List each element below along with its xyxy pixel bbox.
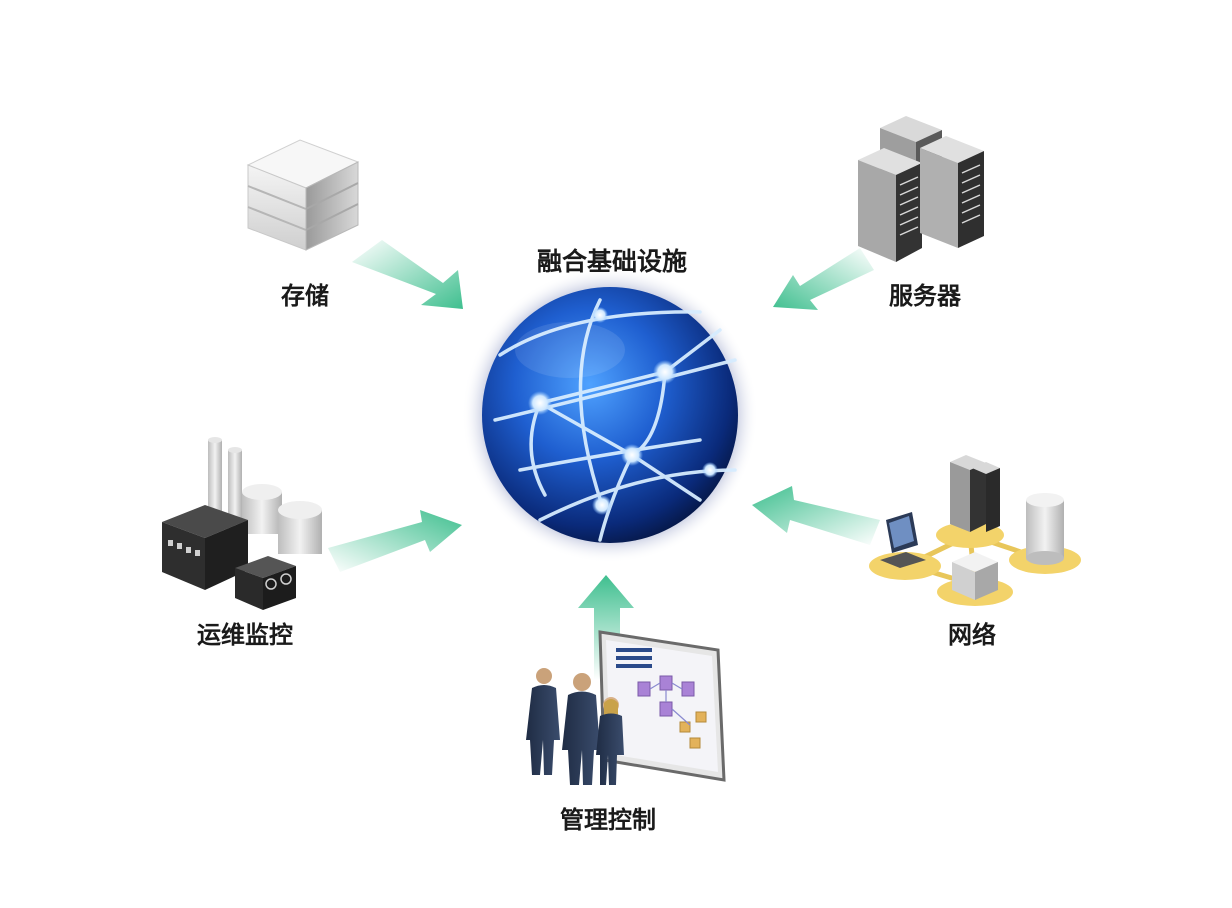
server-rack-icon bbox=[858, 116, 984, 262]
factory-monitoring-icon bbox=[162, 437, 322, 610]
arrow-server-to-center bbox=[773, 248, 874, 310]
storage-icon bbox=[246, 139, 360, 251]
person-figure bbox=[562, 673, 600, 785]
arrow-network-to-center bbox=[752, 486, 880, 545]
ops-monitoring-label: 运维监控 bbox=[197, 621, 293, 649]
center-label: 融合基础设施 bbox=[537, 247, 687, 276]
management-label: 管理控制 bbox=[560, 806, 656, 834]
arrow-ops-to-center bbox=[328, 510, 462, 572]
network-topology-icon bbox=[869, 455, 1081, 606]
server-label: 服务器 bbox=[889, 282, 962, 310]
person-figure bbox=[596, 697, 624, 785]
arrow-storage-to-center bbox=[352, 240, 463, 309]
network-label: 网络 bbox=[948, 621, 996, 649]
storage-label: 存储 bbox=[281, 282, 329, 310]
person-figure bbox=[526, 668, 560, 775]
management-board-icon bbox=[526, 630, 726, 785]
globe-icon bbox=[462, 267, 758, 563]
